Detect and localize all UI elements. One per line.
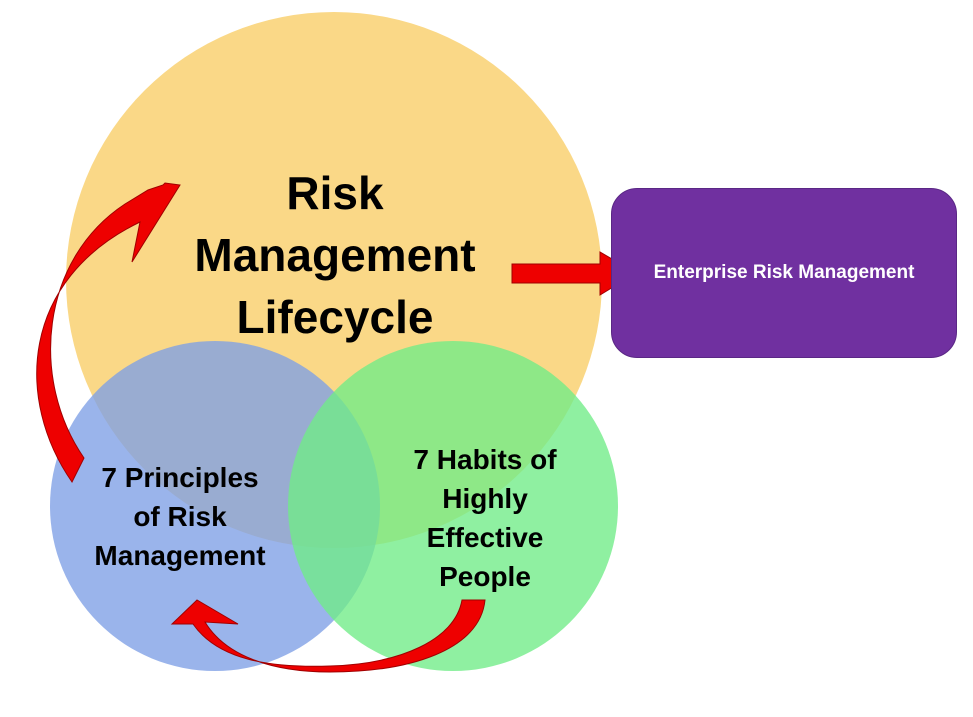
habits-label: 7 Habits of Highly Effective People <box>380 440 590 596</box>
enterprise-risk-management-box: Enterprise Risk Management <box>611 188 957 358</box>
title-line: Lifecycle <box>236 291 434 343</box>
title-line: Management <box>194 229 476 281</box>
principles-line: Management <box>94 540 266 571</box>
enterprise-risk-management-label: Enterprise Risk Management <box>653 262 915 283</box>
principles-circle <box>50 341 380 671</box>
habits-circle <box>288 341 618 671</box>
habits-line: Highly <box>442 483 528 514</box>
risk-lifecycle-label: Risk Management Lifecycle <box>150 162 520 348</box>
principles-line: of Risk <box>133 501 227 532</box>
habits-line: Effective <box>426 522 544 553</box>
principles-label: 7 Principles of Risk Management <box>70 458 290 575</box>
principles-line: 7 Principles <box>101 462 259 493</box>
curved-arrow-principles-to-lifecycle <box>36 182 181 483</box>
habits-line: 7 Habits of <box>413 444 557 475</box>
title-line: Risk <box>286 167 384 219</box>
curved-arrow-habits-to-principles <box>170 599 486 673</box>
habits-line: People <box>439 561 531 592</box>
